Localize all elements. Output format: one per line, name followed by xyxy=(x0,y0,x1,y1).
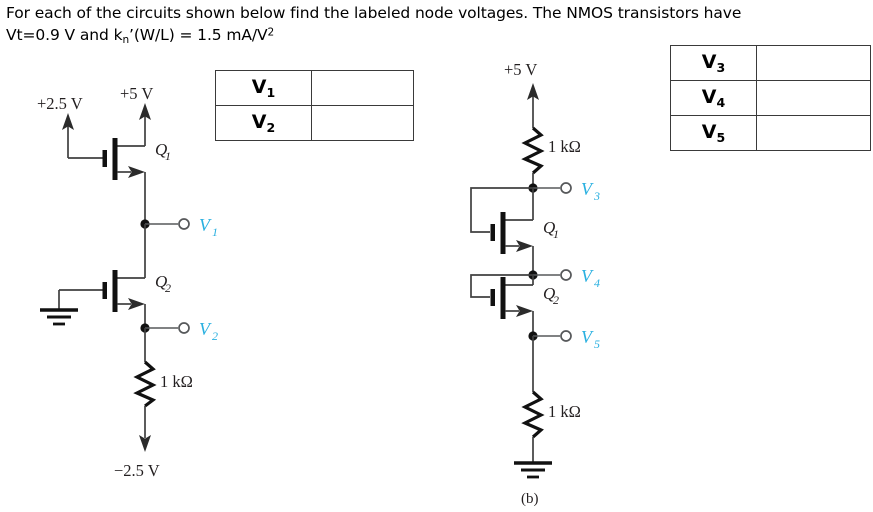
answer-value-v1[interactable] xyxy=(311,70,414,106)
answer-label-v2: V2 xyxy=(215,105,312,141)
node-label-v3-sub: 3 xyxy=(593,189,600,203)
supply-arrow-up-5v-icon xyxy=(139,103,151,120)
node-label-v5-sub: 5 xyxy=(594,337,600,351)
node-label-v2: V xyxy=(199,319,212,339)
transistor-label-q1-a-sub: 1 xyxy=(165,149,171,163)
transistor-label-q1-b: Q xyxy=(543,218,555,237)
answer-value-v5[interactable] xyxy=(756,115,871,151)
node-label-v1: V xyxy=(199,215,212,235)
node-label-v2-sub: 2 xyxy=(212,329,218,343)
answer-label-v1: V1 xyxy=(215,70,312,106)
answer-label-v3-sub: 3 xyxy=(716,59,726,75)
node-label-v4-sub: 4 xyxy=(594,276,600,290)
resistor-zigzag-a xyxy=(133,360,157,408)
node-label-v1-sub: 1 xyxy=(212,225,218,239)
supply-arrow-up-5v-b-icon xyxy=(527,83,539,100)
prompt-kn-subscript: n xyxy=(122,33,130,46)
answer-table-v3-v4-v5: V3 V4 V5 xyxy=(670,45,871,151)
transistor-label-q2-a-sub: 2 xyxy=(165,281,171,295)
node-label-v5: V xyxy=(581,327,594,347)
supply-label-5v-b: +5 V xyxy=(504,60,537,79)
resistor-label-b-top: 1 kΩ xyxy=(548,137,581,156)
table-row: V2 xyxy=(215,105,414,141)
prompt-line-2-part-a: Vt=0.9 V and k xyxy=(6,26,123,44)
transistor-label-q2-a: Q xyxy=(155,272,167,291)
answer-label-v5-sub: 5 xyxy=(716,129,726,145)
answer-label-v3-text: V xyxy=(701,51,717,74)
answer-value-v4[interactable] xyxy=(756,80,871,116)
diode-connect-wire-q2 xyxy=(470,274,533,298)
transistor-q1-symbol xyxy=(102,138,145,180)
answer-table-v1-v2: V1 V2 xyxy=(215,70,414,141)
table-row: V4 xyxy=(670,80,871,116)
prompt-line-2-part-b: ’(W/L) = 1.5 mA/V xyxy=(129,26,268,44)
resistor-zigzag-b-bottom xyxy=(521,390,545,439)
node-label-v3: V xyxy=(581,179,594,199)
resistor-label-a: 1 kΩ xyxy=(160,372,193,391)
supply-arrow-down-icon xyxy=(139,435,151,452)
transistor-label-q2-b: Q xyxy=(543,284,555,303)
answer-label-v2-text: V xyxy=(251,111,267,134)
resistor-label-b-bottom: 1 kΩ xyxy=(548,402,581,421)
transistor-q2-symbol xyxy=(102,270,145,312)
answer-label-v1-text: V xyxy=(251,76,267,99)
terminal-open-v5 xyxy=(560,330,572,342)
table-row: V5 xyxy=(670,115,871,151)
table-row: V1 xyxy=(215,70,414,106)
terminal-open-v3 xyxy=(560,182,572,194)
terminal-open-v2 xyxy=(178,322,190,334)
answer-value-v2[interactable] xyxy=(311,105,414,141)
circuit-caption-b: (b) xyxy=(521,491,539,507)
source-arrow-q2-icon xyxy=(128,298,145,310)
answer-label-v4-text: V xyxy=(701,86,717,109)
terminal-open-v4 xyxy=(560,269,572,281)
source-arrow-q1-icon xyxy=(128,166,145,178)
answer-label-v2-sub: 2 xyxy=(266,119,276,135)
answer-label-v4-sub: 4 xyxy=(716,94,726,110)
transistor-q2-b-symbol xyxy=(490,277,533,319)
answer-label-v5-text: V xyxy=(701,121,717,144)
resistor-zigzag-b-top xyxy=(521,126,545,175)
source-arrow-q1-b-icon xyxy=(516,240,533,252)
transistor-label-q2-b-sub: 2 xyxy=(553,293,559,307)
supply-label-neg2v5: −2.5 V xyxy=(114,461,160,480)
supply-arrow-up-icon xyxy=(62,113,74,130)
prompt-line-1: For each of the circuits shown below fin… xyxy=(6,4,742,22)
answer-label-v4: V4 xyxy=(670,80,757,116)
diode-connect-wire-q1 xyxy=(470,187,533,233)
source-arrow-q2-b-icon xyxy=(516,305,533,317)
transistor-label-q1-b-sub: 1 xyxy=(553,227,559,241)
transistor-q1-b-symbol xyxy=(490,212,533,254)
transistor-label-q1-a: Q xyxy=(155,140,167,159)
prompt-line-2: Vt=0.9 V and kn’(W/L) = 1.5 mA/V2 xyxy=(6,24,866,48)
answer-value-v3[interactable] xyxy=(756,45,871,81)
supply-label-2v5: +2.5 V xyxy=(37,94,83,113)
terminal-open-v1 xyxy=(178,218,190,230)
ground-symbol-a xyxy=(40,308,78,326)
ground-symbol-b xyxy=(514,461,552,479)
supply-label-5v-a: +5 V xyxy=(120,84,153,103)
prompt-v-squared-superscript: 2 xyxy=(267,26,275,39)
question-prompt: For each of the circuits shown below fin… xyxy=(6,2,866,48)
answer-label-v1-sub: 1 xyxy=(266,84,276,100)
answer-label-v3: V3 xyxy=(670,45,757,81)
table-row: V3 xyxy=(670,45,871,81)
answer-label-v5: V5 xyxy=(670,115,757,151)
node-label-v4: V xyxy=(581,266,594,286)
